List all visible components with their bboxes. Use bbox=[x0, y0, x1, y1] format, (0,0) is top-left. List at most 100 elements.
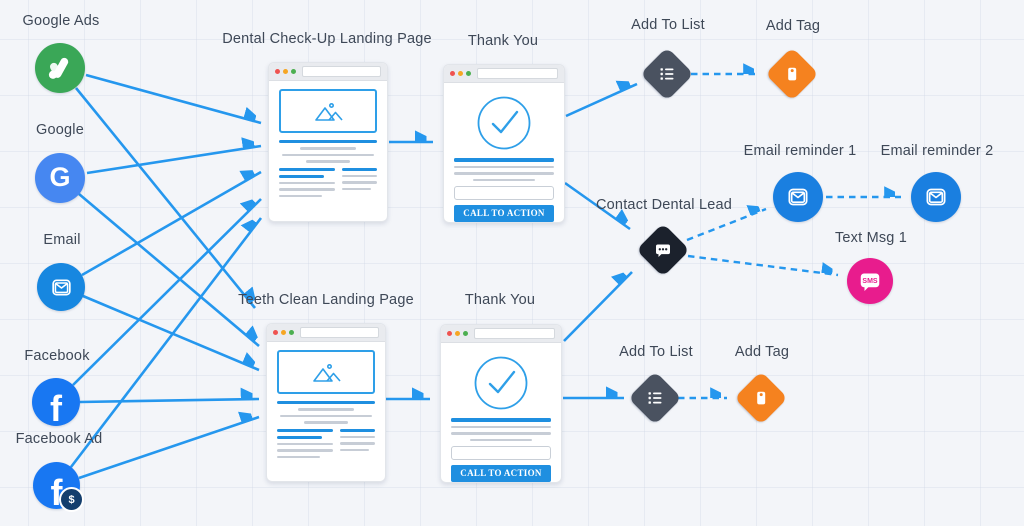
edge-thank_you_bottom-to-contact_dental_lead bbox=[563, 272, 633, 342]
browser-header bbox=[444, 65, 564, 83]
edge-facebook_ad-to-dental_lp bbox=[69, 218, 263, 468]
envelope-icon bbox=[788, 188, 808, 206]
edge-contact_dental_lead-to-email_reminder_1 bbox=[686, 209, 767, 242]
text-line bbox=[303, 421, 349, 424]
text-line bbox=[473, 178, 535, 181]
envelope-icon bbox=[51, 278, 71, 296]
checkmark-circle-icon bbox=[454, 95, 554, 151]
address-bar bbox=[477, 68, 558, 79]
sms-label: SMS bbox=[862, 278, 878, 285]
dental-lp-label: Dental Check-Up Landing Page bbox=[222, 31, 432, 47]
window-dot-red bbox=[447, 331, 452, 336]
cta-button[interactable]: CALL TO ACTION bbox=[451, 465, 551, 482]
edge-google-to-dental_lp bbox=[86, 146, 262, 175]
text-line bbox=[277, 401, 375, 404]
checkmark-circle-icon bbox=[451, 355, 551, 411]
landing-page-body bbox=[269, 81, 387, 207]
text-line bbox=[470, 438, 532, 441]
google-label: Google bbox=[36, 122, 84, 138]
google-ads-node[interactable] bbox=[35, 43, 85, 93]
chat-dots-icon bbox=[656, 244, 670, 257]
add-to-list-bottom-node[interactable] bbox=[628, 371, 682, 425]
google-node[interactable]: G bbox=[35, 153, 85, 203]
edge-email-to-dental_lp bbox=[81, 172, 262, 277]
text-line bbox=[454, 158, 554, 162]
thank-you-bottom-node[interactable]: CALL TO ACTION bbox=[440, 324, 562, 483]
window-dot-yellow bbox=[281, 330, 286, 335]
window-dot-green bbox=[463, 331, 468, 336]
text-msg-1-label: Text Msg 1 bbox=[834, 230, 908, 246]
window-dot-red bbox=[273, 330, 278, 335]
edge-email-to-teeth_lp bbox=[82, 294, 260, 372]
window-dot-yellow bbox=[455, 331, 460, 336]
cta-button[interactable]: CALL TO ACTION bbox=[454, 205, 554, 222]
edge-contact_dental_lead-to-text_msg_1 bbox=[687, 254, 839, 277]
window-dot-green bbox=[289, 330, 294, 335]
add-tag-bottom-node[interactable] bbox=[734, 371, 788, 425]
thank-you-top-node[interactable]: CALL TO ACTION bbox=[443, 64, 565, 223]
text-line bbox=[299, 147, 357, 150]
facebook-f-icon: f bbox=[50, 388, 62, 427]
two-column-text bbox=[277, 428, 375, 463]
google-ads-icon bbox=[48, 57, 69, 79]
contact-dental-lead-label: Contact Dental Lead bbox=[596, 197, 732, 213]
thank-you-bottom-label: Thank You bbox=[464, 292, 536, 308]
teeth-clean-landing-page-node[interactable] bbox=[266, 323, 386, 482]
address-bar bbox=[302, 66, 381, 77]
window-dot-yellow bbox=[458, 71, 463, 76]
text-line bbox=[305, 160, 351, 163]
edge-google-to-teeth_lp bbox=[78, 193, 259, 347]
add-to-list-bottom-label: Add To List bbox=[619, 344, 693, 360]
email-node[interactable] bbox=[37, 263, 85, 311]
window-dot-yellow bbox=[283, 69, 288, 74]
form-input-placeholder[interactable] bbox=[451, 446, 551, 460]
text-line bbox=[454, 165, 554, 168]
browser-header bbox=[269, 63, 387, 81]
add-to-list-top-node[interactable] bbox=[640, 47, 694, 101]
dental-landing-page-node[interactable] bbox=[268, 62, 388, 222]
edge-facebook-to-dental_lp bbox=[72, 199, 262, 386]
mountain-image-icon bbox=[315, 103, 343, 121]
thank-you-top-label: Thank You bbox=[467, 33, 539, 49]
address-bar bbox=[300, 327, 379, 338]
window-dot-red bbox=[275, 69, 280, 74]
thank-you-body: CALL TO ACTION bbox=[444, 83, 564, 228]
text-line bbox=[281, 153, 375, 156]
email-reminder-1-node[interactable] bbox=[773, 172, 823, 222]
sms-bubble-icon: SMS bbox=[860, 273, 880, 291]
add-tag-top-node[interactable] bbox=[765, 47, 819, 101]
text-line bbox=[454, 172, 554, 175]
text-line bbox=[297, 408, 355, 411]
browser-header bbox=[267, 324, 385, 342]
add-tag-top-label: Add Tag bbox=[765, 18, 821, 34]
edge-google_ads-to-teeth_lp bbox=[74, 87, 255, 309]
text-msg-1-node[interactable]: SMS bbox=[847, 258, 893, 304]
facebook-node[interactable]: f bbox=[32, 378, 80, 426]
email-reminder-2-node[interactable] bbox=[911, 172, 961, 222]
contact-dental-lead-node[interactable] bbox=[636, 223, 690, 277]
edge-thank_you_top-to-add_to_list_top bbox=[565, 84, 638, 118]
facebook-label: Facebook bbox=[24, 348, 90, 364]
add-tag-bottom-label: Add Tag bbox=[734, 344, 790, 360]
text-line bbox=[279, 414, 373, 417]
edge-google_ads-to-dental_lp bbox=[85, 73, 262, 125]
email-reminder-1-label: Email reminder 1 bbox=[743, 143, 857, 159]
address-bar bbox=[474, 328, 555, 339]
dollar-badge-icon: $ bbox=[59, 487, 84, 512]
teeth-lp-label: Teeth Clean Landing Page bbox=[238, 292, 414, 308]
image-placeholder bbox=[277, 350, 375, 394]
list-icon bbox=[660, 68, 674, 80]
form-input-placeholder[interactable] bbox=[454, 186, 554, 200]
text-line bbox=[279, 140, 377, 143]
landing-page-body bbox=[267, 342, 385, 468]
edge-facebook_ad-to-teeth_lp bbox=[78, 417, 260, 480]
envelope-icon bbox=[926, 188, 946, 206]
email-label: Email bbox=[43, 232, 81, 248]
list-icon bbox=[648, 392, 662, 404]
window-dot-red bbox=[450, 71, 455, 76]
window-dot-green bbox=[291, 69, 296, 74]
window-dot-green bbox=[466, 71, 471, 76]
google-ads-label: Google Ads bbox=[22, 13, 100, 29]
two-column-text bbox=[279, 167, 377, 202]
